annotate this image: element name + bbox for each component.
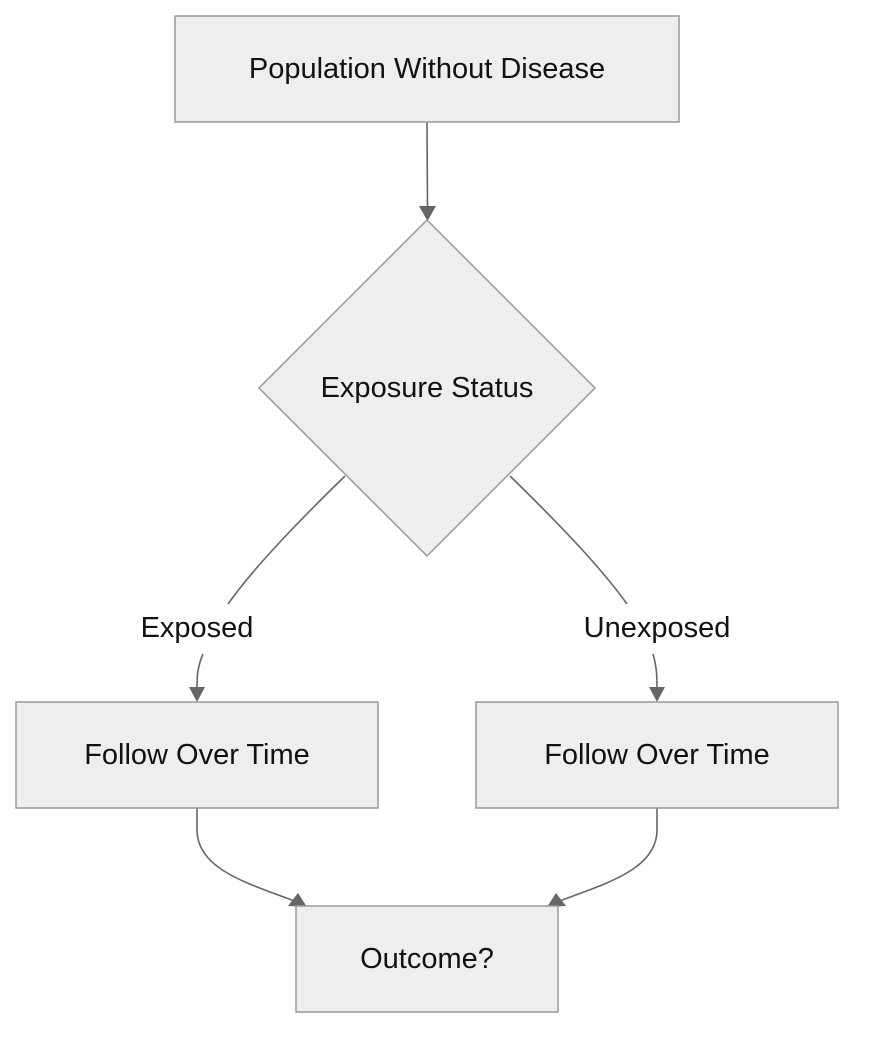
edge-population-to-exposure xyxy=(426,121,429,209)
edge-exposed-label-to-follow xyxy=(196,653,204,689)
edge-exposure-to-follow-unexposed xyxy=(509,475,628,605)
node-exposure-diamond xyxy=(257,218,597,558)
node-follow-unexposed: Follow Over Time xyxy=(475,701,839,809)
node-population: Population Without Disease xyxy=(174,15,680,123)
node-follow-unexposed-label: Follow Over Time xyxy=(544,739,770,771)
node-outcome: Outcome? xyxy=(295,905,559,1013)
edge-label-unexposed: Unexposed xyxy=(584,612,731,644)
edge-unexposed-label-to-follow xyxy=(652,653,658,689)
node-follow-exposed-label: Follow Over Time xyxy=(84,739,310,771)
node-exposure: Exposure Status xyxy=(257,218,597,558)
node-exposure-label: Exposure Status xyxy=(321,372,534,404)
arrowhead-follow-exposed-to-outcome xyxy=(288,893,307,907)
arrowhead-follow-unexposed-to-outcome xyxy=(547,893,566,907)
edge-follow-exposed-to-outcome xyxy=(196,808,298,903)
edge-exposure-to-follow-exposed xyxy=(227,475,346,605)
node-follow-unexposed-box xyxy=(475,701,839,809)
edge-labels: Exposed Unexposed xyxy=(141,612,731,644)
node-outcome-label: Outcome? xyxy=(360,943,494,975)
arrowhead-to-follow-exposed xyxy=(189,687,205,702)
node-population-box xyxy=(174,15,680,123)
edge-label-exposed: Exposed xyxy=(141,612,254,644)
arrowhead-population-to-exposure xyxy=(419,206,436,221)
arrowhead-to-follow-unexposed xyxy=(649,687,665,702)
nodes: Population Without Disease Exposure Stat… xyxy=(15,15,839,1013)
node-population-label: Population Without Disease xyxy=(249,53,605,85)
node-follow-exposed-box xyxy=(15,701,379,809)
edges xyxy=(189,121,665,907)
node-outcome-box xyxy=(295,905,559,1013)
edge-follow-unexposed-to-outcome xyxy=(556,808,658,903)
node-follow-exposed: Follow Over Time xyxy=(15,701,379,809)
